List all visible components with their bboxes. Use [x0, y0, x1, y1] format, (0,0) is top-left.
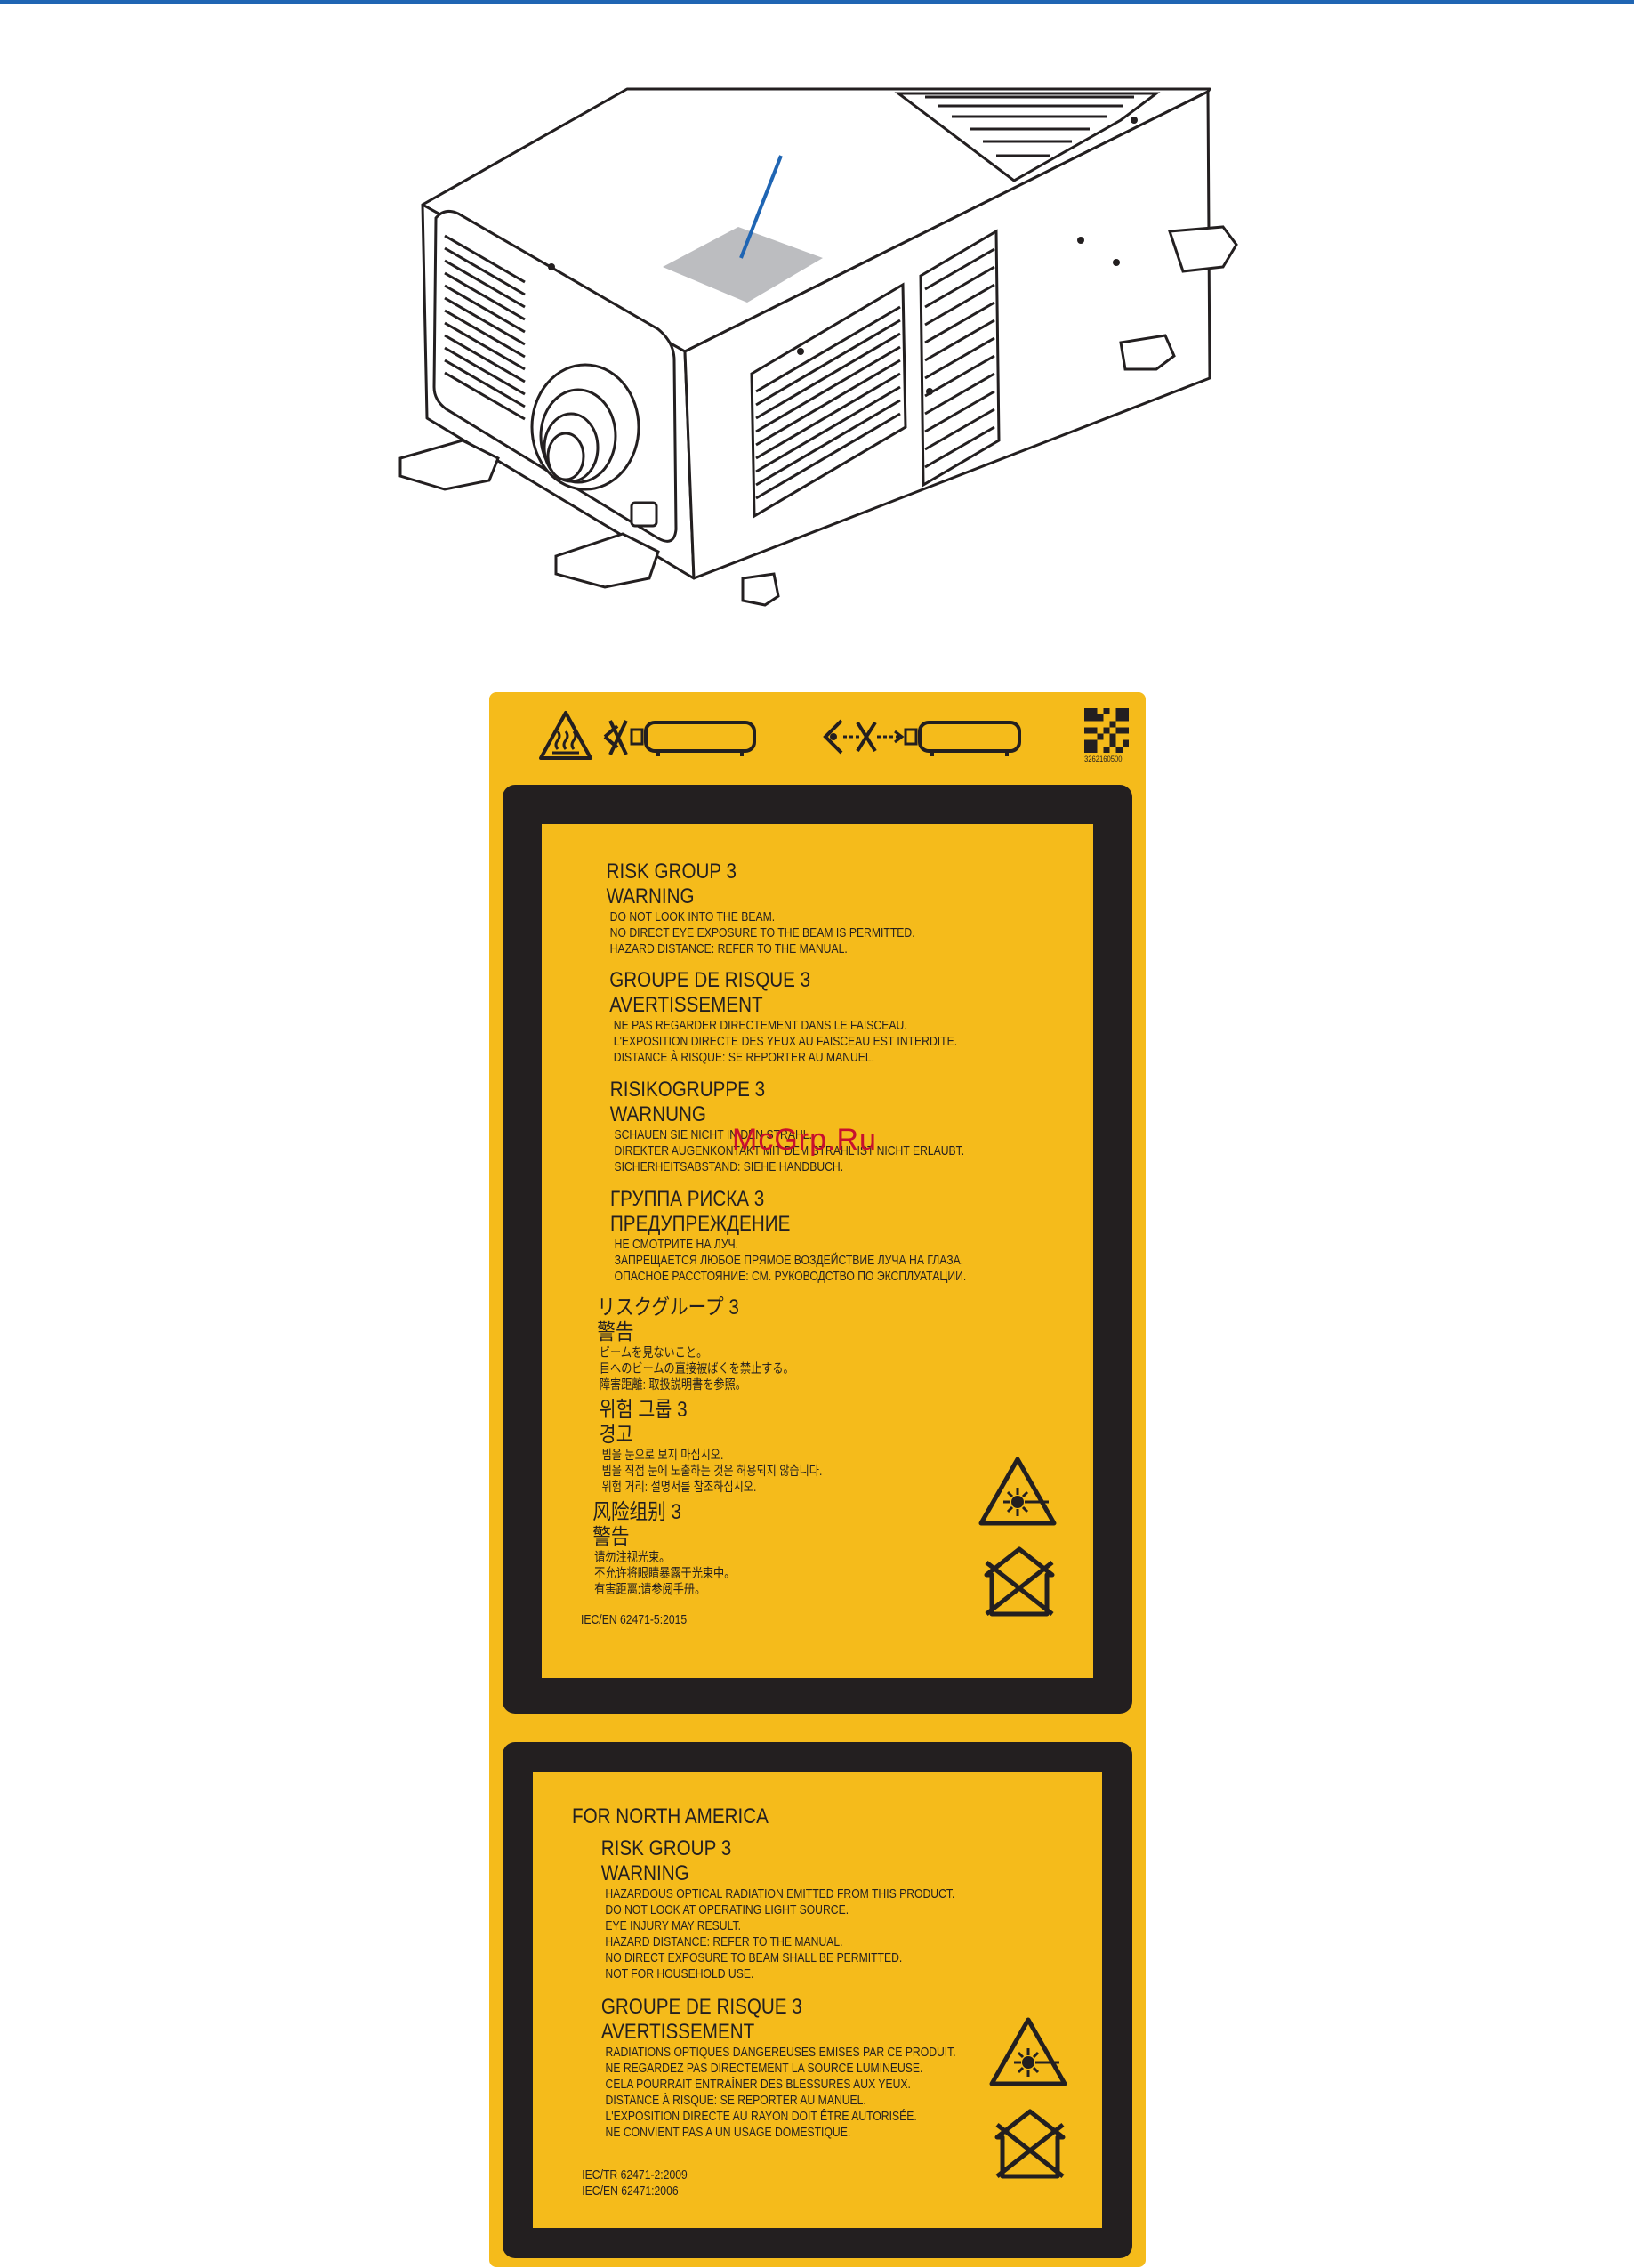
na-heading: FOR NORTH AMERICA: [572, 1804, 769, 1828]
block-line: NE REGARDEZ PAS DIRECTEMENT LA SOURCE LU…: [605, 2062, 923, 2076]
watermark: McGrp.Ru: [732, 1123, 877, 1157]
international-warning-panel: RISK GROUP 3 WARNING DO NOT LOOK INTO TH…: [503, 785, 1132, 1714]
intl-block-de: RISIKOGRUPPE 3 WARNUNG SCHAUEN SIE NICHT…: [581, 1078, 998, 1175]
block-line: CELA POURRAIT ENTRAÎNER DES BLESSURES AU…: [605, 2078, 911, 2092]
qr-code: [1084, 708, 1129, 753]
block-line: SICHERHEITSABSTAND: SIEHE HANDBUCH.: [614, 1160, 844, 1174]
block-line: 빔을 직접 눈에 노출하는 것은 허용되지 않습니다.: [601, 1465, 823, 1479]
intl-block-ja: リスクグループ 3 警告 ビームを見ないこと。 目へのビームの直接被ばくを禁止す…: [581, 1295, 813, 1393]
block-line: SCHAUEN SIE NICHT IN DEN STRAHL.: [614, 1128, 812, 1142]
no-stare-into-beam-icon: [603, 720, 756, 756]
block-line: HAZARDOUS OPTICAL RADIATION EMITTED FROM…: [605, 1887, 955, 1901]
block-subtitle: WARNING: [606, 884, 695, 908]
block-subtitle: 警告: [597, 1320, 634, 1344]
not-for-household-use-icon: [984, 1546, 1055, 1617]
na-standards: IEC/TR 62471-2:2009 IEC/EN 62471:2006: [572, 2167, 697, 2199]
block-line: ビームを見ないこと。: [599, 1346, 708, 1360]
block-title: 风险组别 3: [592, 1500, 681, 1524]
warning-label: 3262160500 RISK GROUP 3 WARNING DO NOT L…: [489, 692, 1146, 2267]
block-line: NO DIRECT EXPOSURE TO BEAM SHALL BE PERM…: [605, 1951, 903, 1965]
block-subtitle: WARNUNG: [609, 1102, 706, 1126]
block-title: 위험 그룹 3: [599, 1398, 688, 1422]
north-america-warning-inner: FOR NORTH AMERICA RISK GROUP 3 WARNING H…: [533, 1772, 1102, 2228]
block-line: 障害距離: 取扱説明書を参照。: [599, 1378, 746, 1392]
block-line: NE PAS REGARDER DIRECTEMENT DANS LE FAIS…: [613, 1019, 907, 1033]
standard-line: IEC/TR 62471-2:2009: [582, 2168, 688, 2183]
qr-code-number: 3262160500: [1084, 755, 1123, 763]
label-location-patch: [663, 227, 823, 303]
top-rule: [0, 0, 1634, 4]
projector-illustration: [398, 87, 1238, 607]
intl-block-ru: ГРУППА РИСКА 3 ПРЕДУПРЕЖДЕНИЕ НЕ СМОТРИТ…: [581, 1187, 1000, 1285]
block-line: L'EXPOSITION DIRECTE DES YEUX AU FAISCEA…: [613, 1035, 958, 1049]
block-line: ЗАПРЕЩАЕТСЯ ЛЮБОЕ ПРЯМОЕ ВОЗДЕЙСТВИЕ ЛУЧ…: [614, 1254, 964, 1268]
block-line: NOT FOR HOUSEHOLD USE.: [605, 1967, 754, 1981]
block-subtitle: 경고: [599, 1423, 633, 1447]
block-subtitle: 警告: [592, 1525, 630, 1549]
block-line: L'EXPOSITION DIRECTE AU RAYON DOIT ÊTRE …: [605, 2110, 917, 2124]
block-line: ОПАСНОЕ РАССТОЯНИЕ: СМ. РУКОВОДСТВО ПО Э…: [614, 1270, 967, 1284]
block-line: DISTANCE À RISQUE: SE REPORTER AU MANUEL…: [605, 2094, 866, 2108]
intl-block-zh: 风险组别 3 警告 请勿注视光束。 不允许将眼睛暴露于光束中。 有害距离:请参阅…: [581, 1500, 749, 1598]
hot-surface-icon: [539, 711, 592, 760]
no-eye-exposure-icon: [823, 719, 1021, 756]
na-block-en: RISK GROUP 3 WARNING HAZARDOUS OPTICAL R…: [572, 1836, 988, 1982]
block-line: DISTANCE À RISQUE: SE REPORTER AU MANUEL…: [613, 1051, 875, 1065]
block-title: RISK GROUP 3: [606, 860, 737, 884]
block-title: ГРУППА РИСКА 3: [609, 1187, 765, 1211]
laser-radiation-icon: [989, 2017, 1067, 2086]
block-line: RADIATIONS OPTIQUES DANGEREUSES EMISES P…: [605, 2046, 956, 2060]
na-block-fr: GROUPE DE RISQUE 3 AVERTISSEMENT RADIATI…: [572, 1995, 989, 2141]
block-line: 请勿注视光束。: [594, 1551, 671, 1565]
block-subtitle: AVERTISSEMENT: [600, 2020, 755, 2044]
block-line: HAZARD DISTANCE: REFER TO THE MANUAL.: [605, 1935, 843, 1949]
block-line: NO DIRECT EYE EXPOSURE TO THE BEAM IS PE…: [609, 926, 915, 940]
block-line: 빔을 눈으로 보지 마십시오.: [601, 1449, 724, 1463]
international-warning-inner: RISK GROUP 3 WARNING DO NOT LOOK INTO TH…: [542, 824, 1093, 1678]
block-line: 不允许将眼睛暴露于光束中。: [594, 1567, 736, 1581]
block-line: NE CONVIENT PAS A UN USAGE DOMESTIQUE.: [605, 2126, 851, 2140]
block-line: 目へのビームの直接被ばくを禁止する。: [599, 1362, 794, 1376]
intl-block-fr: GROUPE DE RISQUE 3 AVERTISSEMENT NE PAS …: [581, 968, 990, 1066]
projector-lens: [530, 363, 640, 491]
block-subtitle: WARNING: [600, 1861, 689, 1885]
not-for-household-use-icon: [994, 2109, 1066, 2179]
intl-block-ko: 위험 그룹 3 경고 빔을 눈으로 보지 마십시오. 빔을 직접 눈에 노출하는…: [581, 1398, 843, 1496]
block-title: リスクグループ 3: [597, 1295, 739, 1320]
block-line: DIREKTER AUGENKONTAKT MIT DEM STRAHL IST…: [614, 1144, 965, 1158]
block-line: EYE INJURY MAY RESULT.: [605, 1919, 741, 1933]
standard-line: IEC/EN 62471:2006: [582, 2184, 679, 2199]
intl-block-en: RISK GROUP 3 WARNING DO NOT LOOK INTO TH…: [581, 860, 944, 957]
intl-standard: IEC/EN 62471-5:2015: [581, 1613, 688, 1627]
block-title: RISK GROUP 3: [600, 1836, 732, 1860]
north-america-warning-panel: FOR NORTH AMERICA RISK GROUP 3 WARNING H…: [503, 1742, 1132, 2258]
block-line: 有害距离:请参阅手册。: [594, 1583, 706, 1597]
block-line: DO NOT LOOK AT OPERATING LIGHT SOURCE.: [605, 1903, 849, 1917]
block-line: НЕ СМОТРИТЕ НА ЛУЧ.: [614, 1238, 739, 1252]
block-title: GROUPE DE RISQUE 3: [600, 1995, 802, 2019]
block-subtitle: AVERTISSEMENT: [609, 993, 763, 1017]
block-title: RISIKOGRUPPE 3: [609, 1078, 766, 1102]
block-subtitle: ПРЕДУПРЕЖДЕНИЕ: [609, 1212, 791, 1236]
pointer-line: [739, 155, 783, 259]
block-line: HAZARD DISTANCE: REFER TO THE MANUAL.: [609, 942, 848, 956]
laser-radiation-icon: [978, 1457, 1057, 1526]
block-line: 위험 거리: 설명서를 참조하십시오.: [601, 1481, 757, 1495]
block-title: GROUPE DE RISQUE 3: [609, 968, 811, 992]
block-line: DO NOT LOOK INTO THE BEAM.: [609, 910, 776, 924]
